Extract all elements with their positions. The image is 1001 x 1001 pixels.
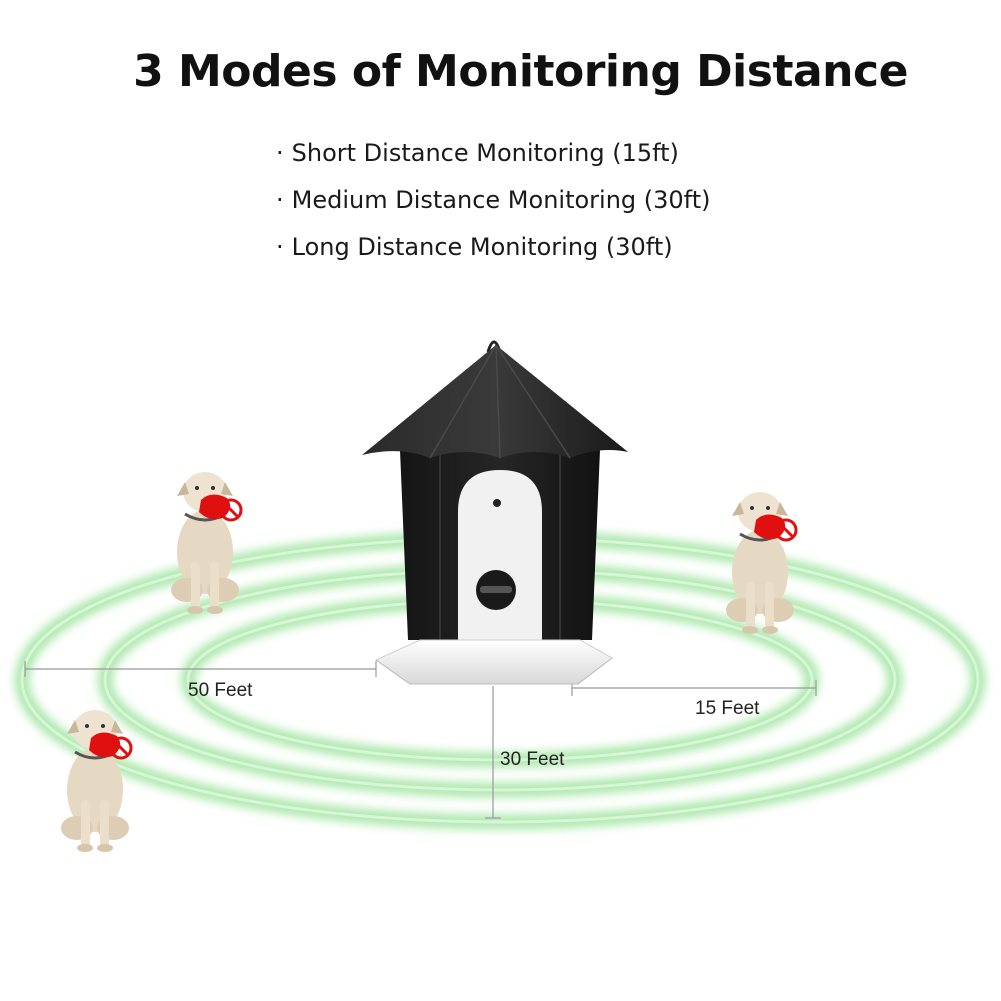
measure-lines: [24, 661, 817, 819]
distance-label-50ft: 50 Feet: [188, 680, 253, 701]
monitoring-modes-list: ·Short Distance Monitoring (15ft) ·Mediu…: [276, 136, 710, 277]
mode-label: Short Distance Monitoring (15ft): [291, 139, 679, 167]
mode-label: Medium Distance Monitoring (30ft): [291, 186, 711, 214]
ultrasonic-birdhouse-device: [362, 340, 628, 685]
mode-item-long: ·Long Distance Monitoring (30ft): [276, 233, 673, 261]
dog-no-bark-icon: [59, 708, 133, 854]
distance-label-30ft: 30 Feet: [500, 749, 565, 770]
mode-label: Long Distance Monitoring (30ft): [291, 233, 673, 261]
distance-label-15ft: 15 Feet: [695, 698, 760, 719]
dog-no-bark-icon: [724, 490, 798, 636]
page-title: 3 Modes of Monitoring Distance: [133, 46, 908, 97]
mode-item-medium: ·Medium Distance Monitoring (30ft): [276, 186, 711, 214]
mode-item-short: ·Short Distance Monitoring (15ft): [276, 139, 679, 167]
dog-no-bark-icon: [169, 470, 243, 616]
